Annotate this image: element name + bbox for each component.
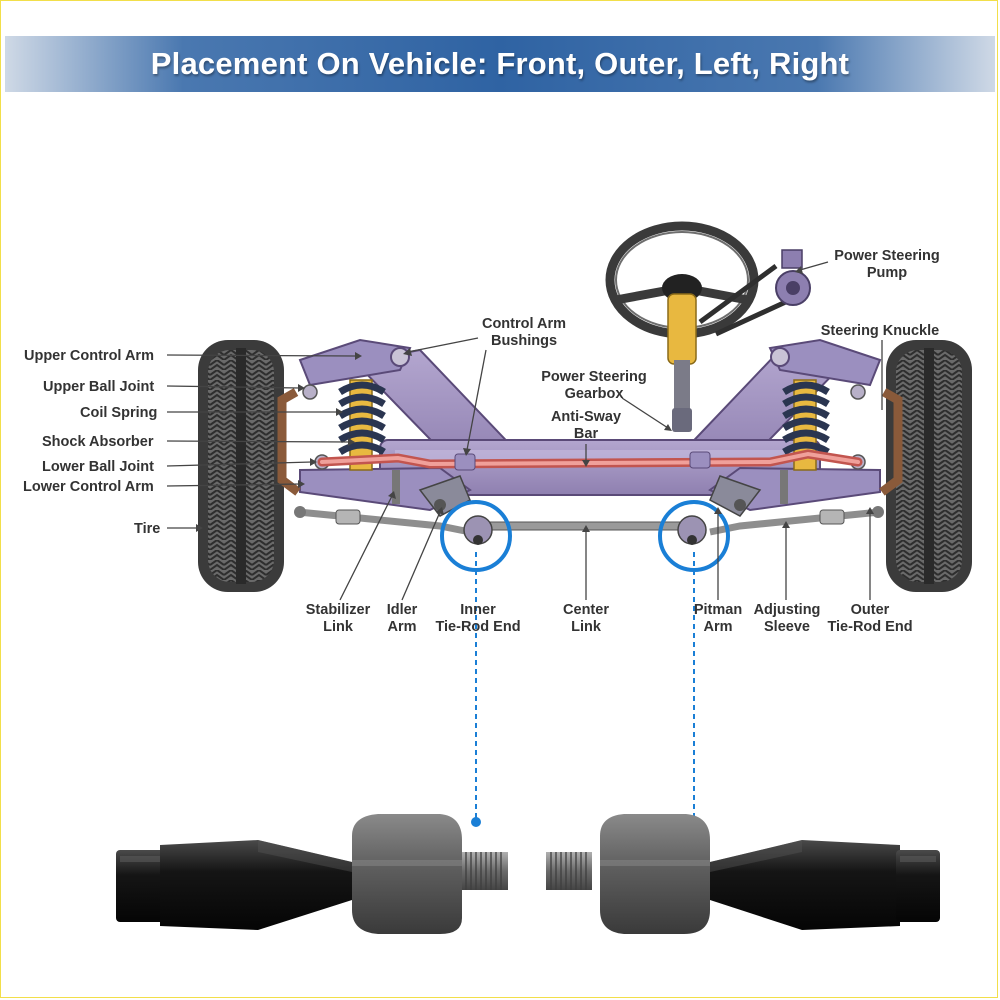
inner-tie-rod-joint-right: [677, 515, 707, 545]
label-power-steering-gearbox-line2: Gearbox: [565, 386, 624, 402]
label-power-steering-gearbox-line1: Power Steering: [541, 369, 647, 385]
label-inner-tie-rod-end-line2: Tie-Rod End: [435, 619, 520, 635]
label-inner-tie-rod-end-line1: Inner: [460, 602, 496, 618]
label-power-steering-pump-line2: Pump: [867, 265, 907, 281]
bottom-labels: Stabilizer Link Idler Arm Inner Tie-Rod …: [306, 602, 913, 635]
label-stabilizer-link-line2: Link: [323, 619, 354, 635]
label-outer-tie-rod-end-line2: Tie-Rod End: [827, 619, 912, 635]
pitman-arm: [709, 475, 762, 517]
label-anti-sway-bar-line2: Bar: [574, 426, 599, 442]
steering-knuckle-left: [277, 388, 301, 496]
connector-dot-left: [471, 817, 481, 827]
right-tire: [886, 340, 972, 592]
label-pitman-arm-line2: Arm: [703, 619, 732, 635]
label-adjusting-sleeve-line2: Sleeve: [764, 619, 810, 635]
label-shock-absorber: Shock Absorber: [42, 434, 154, 450]
upper-control-arm-right: [768, 338, 882, 387]
inner-tie-rod-product-left: [116, 814, 508, 934]
label-control-arm-bushings-line1: Control Arm: [482, 316, 566, 332]
label-control-arm-bushings-line2: Bushings: [491, 333, 557, 349]
inner-tie-rod-joint-left: [463, 515, 493, 545]
label-upper-control-arm: Upper Control Arm: [24, 348, 154, 364]
left-tire: [198, 340, 284, 592]
label-coil-spring: Coil Spring: [80, 405, 157, 421]
label-steering-knuckle: Steering Knuckle: [821, 323, 939, 339]
steering-knuckle-right: [879, 388, 903, 496]
leader-lines: [166, 261, 883, 601]
title-banner: Placement On Vehicle: Front, Outer, Left…: [5, 36, 995, 92]
stabilizer-links: [392, 470, 788, 504]
label-idler-arm-line2: Arm: [387, 619, 416, 635]
left-labels: Upper Control Arm Upper Ball Joint Coil …: [23, 348, 160, 537]
upper-control-arm-left: [298, 338, 412, 387]
label-anti-sway-bar-line1: Anti-Sway: [551, 409, 621, 425]
inner-tie-rod-product-right: [546, 814, 940, 934]
label-idler-arm-line1: Idler: [387, 602, 418, 618]
coil-spring-right: [782, 379, 830, 471]
anti-sway-bar: [317, 449, 863, 471]
label-stabilizer-link-line1: Stabilizer: [306, 602, 371, 618]
label-tire: Tire: [134, 521, 160, 537]
page-title: Placement On Vehicle: Front, Outer, Left…: [150, 46, 850, 81]
label-upper-ball-joint: Upper Ball Joint: [43, 379, 154, 395]
label-outer-tie-rod-end-line1: Outer: [851, 602, 890, 618]
label-lower-control-arm: Lower Control Arm: [23, 479, 154, 495]
label-center-link-line2: Link: [571, 619, 602, 635]
label-adjusting-sleeve-line1: Adjusting: [754, 602, 821, 618]
label-center-link-line1: Center: [563, 602, 609, 618]
coil-spring-left: [338, 379, 386, 471]
power-steering-pump: [698, 249, 811, 337]
tie-rods: [294, 506, 884, 536]
label-power-steering-pump-line1: Power Steering: [834, 248, 940, 264]
label-pitman-arm-line1: Pitman: [694, 602, 742, 618]
steering-column: [667, 293, 697, 432]
label-lower-ball-joint: Lower Ball Joint: [42, 459, 154, 475]
top-labels: Control Arm Bushings Power Steering Gear…: [482, 248, 940, 442]
